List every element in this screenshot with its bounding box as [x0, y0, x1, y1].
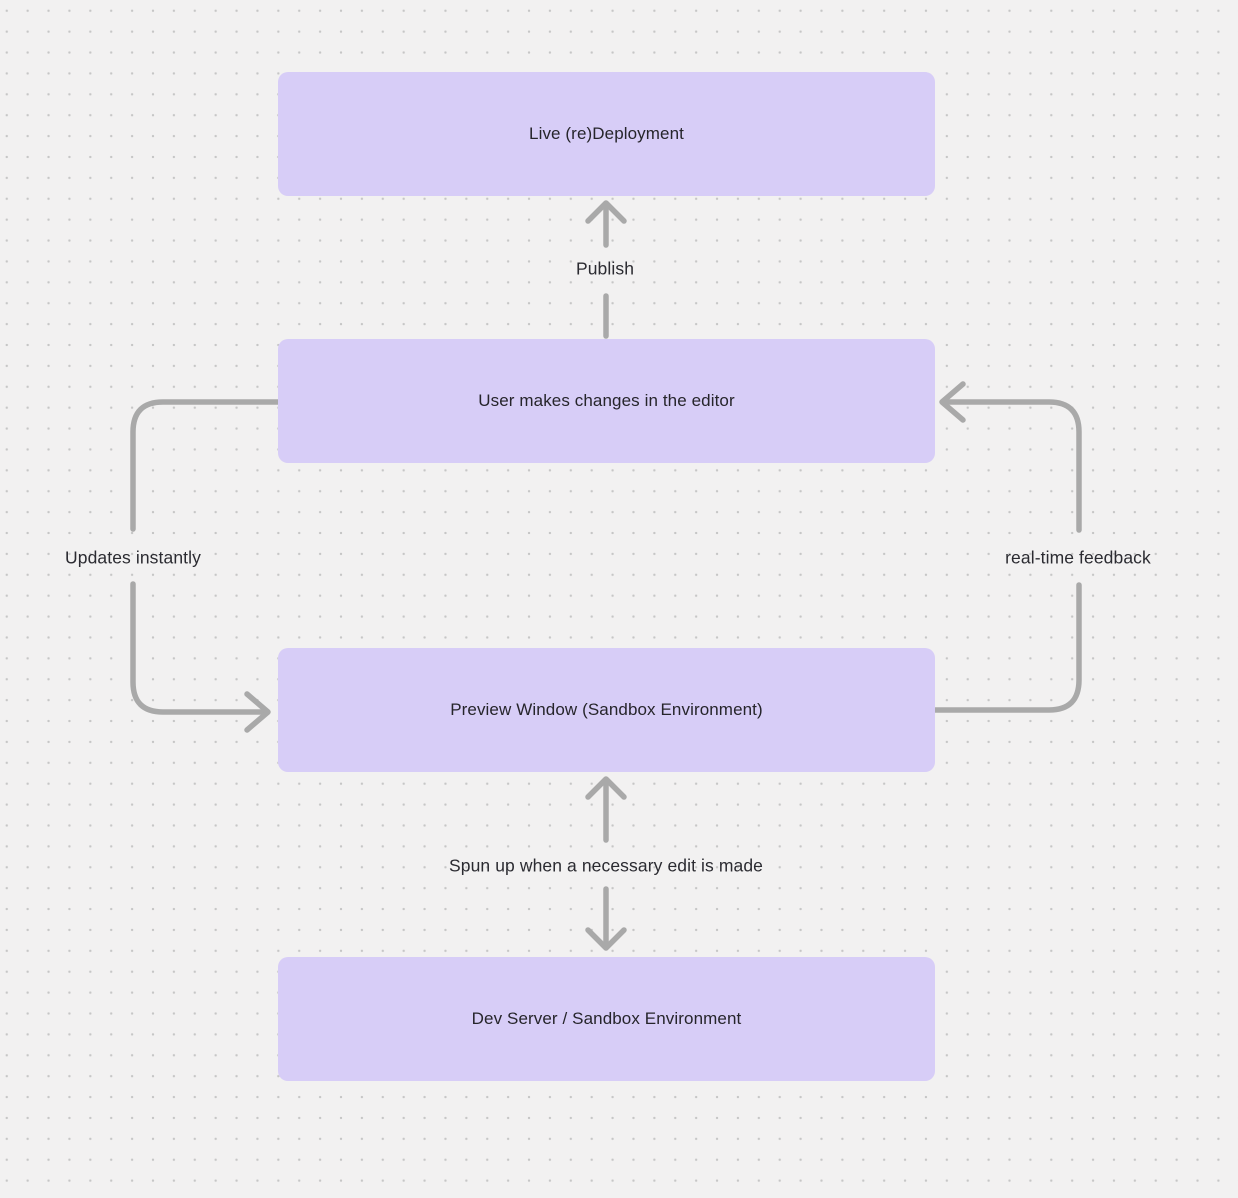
updates-line-upper [130, 399, 281, 532]
feedback-line-upper [942, 399, 1082, 533]
publish-arrowhead-up-icon [585, 200, 627, 224]
updates-arrowhead-right-icon [244, 691, 271, 733]
edge-label-updates-instantly: Updates instantly [65, 547, 201, 568]
node-live-redeployment[interactable]: Live (re)Deployment [278, 72, 935, 196]
node-preview-window[interactable]: Preview Window (Sandbox Environment) [278, 648, 935, 772]
feedback-arrowhead-left-icon [939, 381, 966, 423]
node-dev-server-label: Dev Server / Sandbox Environment [471, 1009, 742, 1028]
node-user-editor[interactable]: User makes changes in the editor [278, 339, 935, 463]
edge-label-publish: Publish [575, 258, 635, 279]
updates-line-lower [130, 581, 268, 715]
edge-label-spun-up: Spun up when a necessary edit is made [448, 855, 764, 876]
node-preview-window-label: Preview Window (Sandbox Environment) [450, 700, 763, 719]
edge-label-realtime-feedback: real-time feedback [1005, 547, 1151, 568]
node-user-editor-label: User makes changes in the editor [478, 391, 735, 410]
node-dev-server[interactable]: Dev Server / Sandbox Environment [278, 957, 935, 1081]
spunup-arrowhead-down-icon [585, 927, 627, 951]
feedback-line-lower [932, 582, 1082, 713]
spunup-arrowhead-up-icon [585, 776, 627, 800]
node-live-redeployment-label: Live (re)Deployment [529, 124, 684, 143]
